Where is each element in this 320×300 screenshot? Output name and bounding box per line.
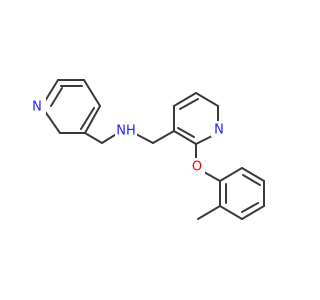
bond [219, 205, 243, 220]
bond [80, 107, 95, 130]
bond [84, 132, 103, 144]
bond [152, 130, 175, 144]
amine-atom-label: NH [116, 124, 136, 139]
molecule-structure: N NH N O [30, 79, 265, 220]
ether-linkage [195, 143, 221, 182]
atom-label-n-pyridine-right: N [211, 121, 227, 138]
bond [195, 135, 213, 145]
bond [197, 205, 221, 220]
bond [241, 205, 265, 220]
methyl-group [197, 205, 221, 220]
bond [177, 127, 195, 138]
pyridine-ring-left [41, 79, 101, 134]
nitrogen-atom-label: N [214, 123, 224, 138]
methylene-linker-left [84, 132, 119, 144]
methylene-linker-right [133, 130, 175, 144]
bond [50, 87, 63, 107]
bond [179, 98, 199, 110]
atom-label-oxygen: O [189, 158, 205, 175]
bond [203, 171, 221, 182]
bond [242, 174, 261, 186]
bond [84, 105, 101, 134]
nitrogen-atom-label: N [32, 100, 42, 115]
bond [173, 92, 197, 107]
tolyl-ring [219, 167, 265, 220]
bond [83, 79, 101, 107]
bond [43, 109, 61, 134]
atom-label-nh: NH [115, 122, 137, 142]
molecule-canvas: N NH N O [30, 79, 265, 220]
bond [173, 130, 197, 145]
pyridine-ring-right [173, 92, 219, 145]
atom-label-n-pyridine-left: N [30, 98, 46, 115]
bond [195, 92, 219, 107]
oxygen-atom-label: O [192, 160, 202, 175]
bond [219, 167, 243, 182]
bond [133, 132, 154, 144]
bond [241, 202, 259, 213]
bond [241, 167, 265, 182]
